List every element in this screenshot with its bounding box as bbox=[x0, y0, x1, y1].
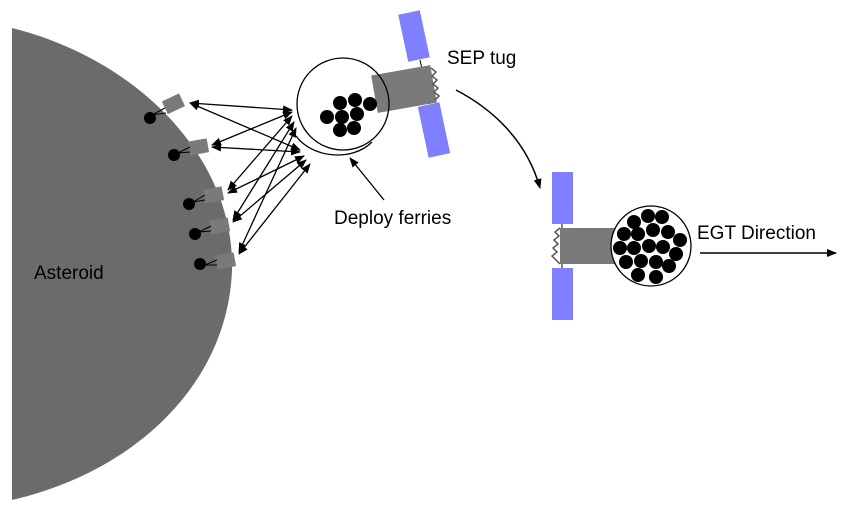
ferry-spacecraft-icon bbox=[189, 217, 231, 240]
boulder-icon bbox=[613, 209, 687, 284]
egt-direction-label: EGT Direction bbox=[697, 223, 816, 244]
asteroid-label: Asteroid bbox=[34, 263, 104, 284]
sep-tug-label: SEP tug bbox=[447, 48, 516, 69]
boulder-icon bbox=[320, 93, 377, 137]
transit-arrow bbox=[455, 89, 542, 189]
deploy-ferries-pointer bbox=[349, 157, 385, 201]
ferry-spacecraft-icon bbox=[144, 93, 186, 124]
deploy-ferries-label: Deploy ferries bbox=[334, 208, 451, 229]
ferry-spacecraft-icon bbox=[194, 252, 237, 270]
asteroid-body bbox=[12, 28, 233, 500]
ferry-spacecraft-icon bbox=[183, 186, 225, 210]
capture-bag-opening bbox=[295, 135, 373, 156]
sep-tug-icon bbox=[550, 172, 618, 320]
ferry-transfer-arrows bbox=[189, 99, 311, 255]
sep-tug-icon bbox=[371, 10, 451, 158]
capture-bag bbox=[296, 57, 390, 151]
